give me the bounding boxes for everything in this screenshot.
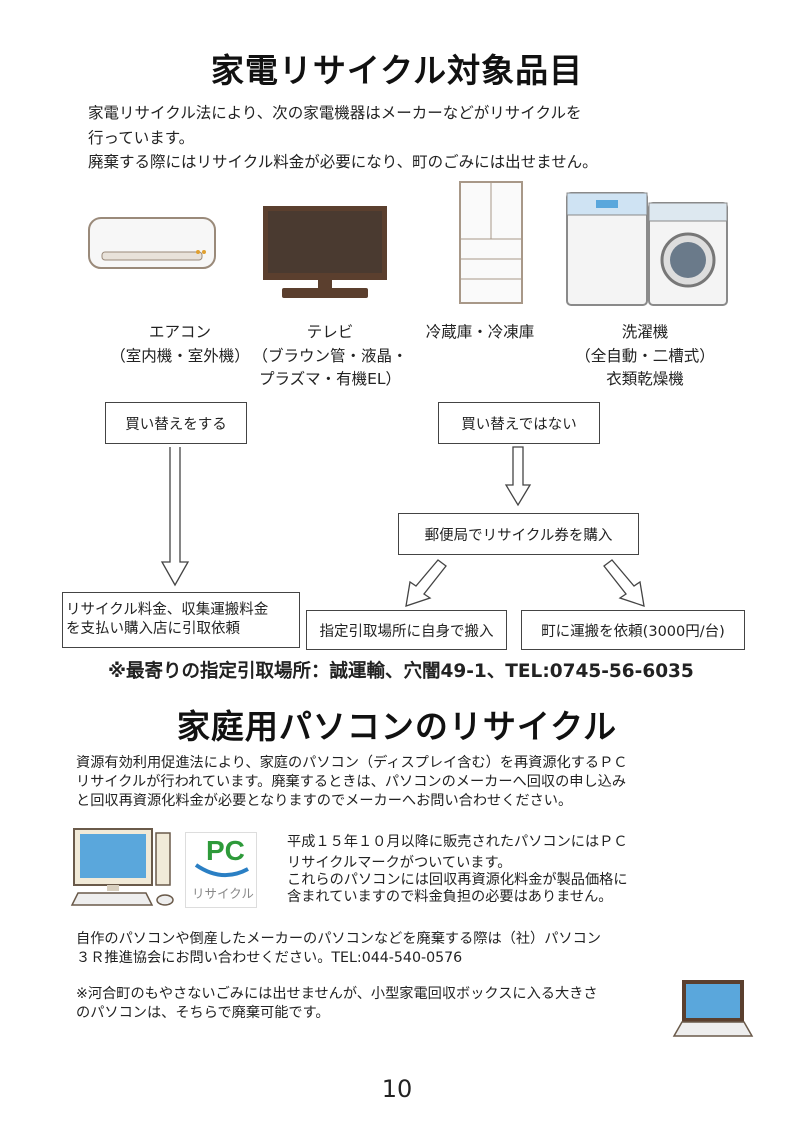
air-conditioner-icon: [88, 217, 216, 269]
text-line: 平成１５年１０月以降に販売されたパソコンにはＰＣ: [287, 834, 628, 850]
text-line: これらのパソコンには回収再資源化料金が製品価格に: [287, 872, 628, 888]
item-label-washing-machine: 洗濯機 （全自動・二槽式） 衣類乾燥機: [555, 321, 735, 392]
label-line: 冷蔵庫・冷凍庫: [425, 323, 535, 341]
flow-box-replace: 買い替えをする: [105, 402, 247, 444]
label-line: 洗濯機: [621, 323, 669, 341]
text-line: リサイクルが行われています。廃棄するときは、パソコンのメーカーへ回収の申し込み: [76, 774, 627, 790]
label-line: プラズマ・有機EL）: [258, 370, 402, 388]
label-line: 衣類乾燥機: [606, 370, 684, 388]
section-title-pc: 家庭用パソコンのリサイクル: [176, 707, 618, 746]
section-title-appliances: 家電リサイクル対象品目: [210, 51, 584, 90]
washing-machine-icon: [566, 192, 648, 306]
pc-recycle-mark: PC リサイクル: [185, 832, 257, 908]
page-number: 10: [381, 1075, 413, 1103]
flow-box-post-office: 郵便局でリサイクル券を購入: [398, 513, 639, 555]
arrow-down-icon: [504, 446, 532, 507]
flow-box-self-delivery: 指定引取場所に自身で搬入: [306, 610, 507, 650]
label-line: （室内機・室外機）: [110, 346, 250, 365]
label-line: （全自動・二槽式）: [575, 346, 715, 365]
arrow-diagonal-right-icon: [603, 559, 645, 607]
text-line: ※河合町のもやさないごみには出せませんが、小型家電回収ボックスに入る大きさ: [76, 986, 598, 1002]
pc-paragraph-1: 資源有効利用促進法により、家庭のパソコン（ディスプレイ含む）を再資源化するＰＣ …: [76, 754, 627, 811]
pc-paragraph-2: 自作のパソコンや倒産したメーカーのパソコンなどを廃棄する際は（社）パソコン ３Ｒ…: [76, 930, 601, 968]
television-icon: [263, 206, 387, 298]
box-line: を支払い購入店に引取依頼: [66, 621, 240, 637]
label-line: エアコン: [148, 323, 211, 341]
text-line: 自作のパソコンや倒産したメーカーのパソコンなどを廃棄する際は（社）パソコン: [76, 931, 601, 947]
item-label-air-conditioner: エアコン （室内機・室外機）: [70, 321, 290, 368]
intro-text: 家電リサイクル法により、次の家電機器はメーカーなどがリサイクルを 行っています。…: [88, 101, 598, 175]
flow-box-town-pickup: 町に運搬を依頼(3000円/台): [521, 610, 745, 650]
clothes-dryer-icon: [648, 202, 728, 306]
intro-line: 行っています。: [88, 128, 195, 147]
desktop-computer-icon: [70, 828, 174, 906]
item-label-television: テレビ （ブラウン管・液晶・ プラズマ・有機EL）: [230, 321, 430, 392]
arrow-down-icon: [160, 447, 190, 587]
label-line: （ブラウン管・液晶・: [252, 346, 408, 365]
intro-line: 廃棄する際にはリサイクル料金が必要になり、町のごみには出せません。: [88, 153, 598, 171]
recycle-arrow-icon: [194, 863, 249, 877]
label-line: テレビ: [306, 323, 354, 341]
text-line: ３Ｒ推進協会にお問い合わせください。TEL:044-540-0576: [76, 950, 463, 966]
nearest-collection-site-note: ※最寄りの指定引取場所：誠運輸、穴闇49-1、TEL:0745-56-6035: [108, 661, 694, 682]
pc-mark-caption: リサイクル: [192, 886, 254, 901]
box-line: リサイクル料金、収集運搬料金: [66, 602, 269, 618]
arrow-diagonal-left-icon: [405, 559, 447, 607]
pc-mark-logo-text: PC: [206, 835, 245, 866]
text-line: 資源有効利用促進法により、家庭のパソコン（ディスプレイ含む）を再資源化するＰＣ: [76, 755, 628, 771]
flow-box-store: リサイクル料金、収集運搬料金 を支払い購入店に引取依頼: [62, 592, 300, 648]
item-label-refrigerator: 冷蔵庫・冷凍庫: [405, 321, 555, 345]
refrigerator-icon: [459, 181, 523, 304]
text-line: 含まれていますので料金負担の必要はありません。: [287, 889, 613, 905]
text-line: リサイクルマークがついています。: [287, 855, 512, 871]
pc-mark-description: 平成１５年１０月以降に販売されたパソコンにはＰＣ リサイクルマークがついています…: [287, 834, 628, 906]
flow-box-not-replace: 買い替えではない: [438, 402, 600, 444]
pc-paragraph-3: ※河合町のもやさないごみには出せませんが、小型家電回収ボックスに入る大きさ のパ…: [76, 985, 598, 1023]
text-line: のパソコンは、そちらで廃棄可能です。: [76, 1005, 330, 1021]
intro-line: 家電リサイクル法により、次の家電機器はメーカーなどがリサイクルを: [88, 104, 582, 122]
text-line: と回収再資源化料金が必要となりますのでメーカーへお問い合わせください。: [76, 793, 573, 809]
laptop-icon: [672, 980, 754, 1037]
